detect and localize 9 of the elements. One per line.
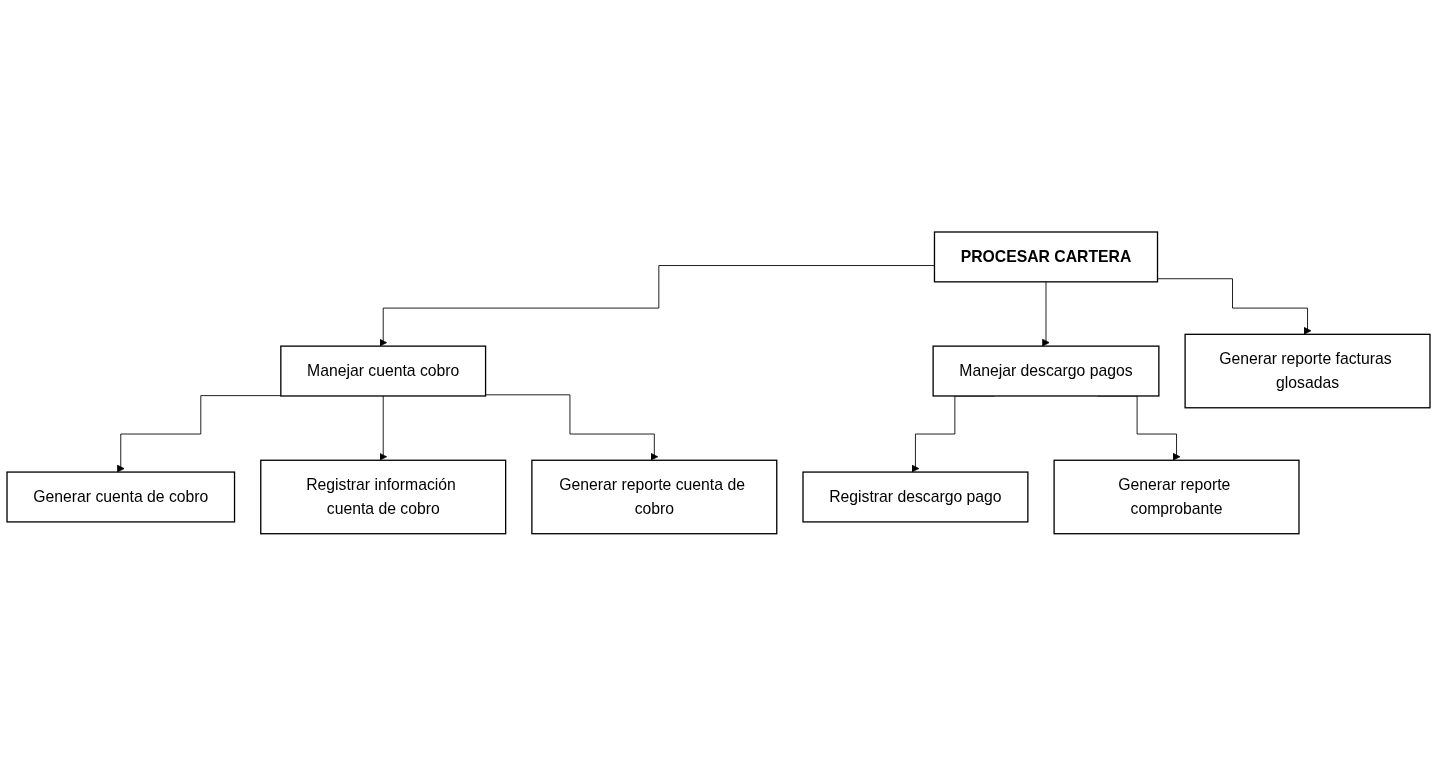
node-box: Generar reporte cuenta de cobro	[531, 459, 778, 535]
node-box: Generar reporte facturas glosadas	[1184, 333, 1431, 409]
node-box: Registrar descargo pago	[802, 471, 1029, 523]
node-box: Registrar información cuenta de cobro	[260, 459, 507, 535]
node-box: Generar cuenta de cobro	[6, 471, 236, 523]
node-box: Generar reporte comprobante	[1053, 459, 1300, 535]
node-box: Manejar descargo pagos	[932, 345, 1160, 397]
node-box: Manejar cuenta cobro	[280, 345, 487, 397]
node-box: PROCESAR CARTERA	[933, 231, 1159, 283]
